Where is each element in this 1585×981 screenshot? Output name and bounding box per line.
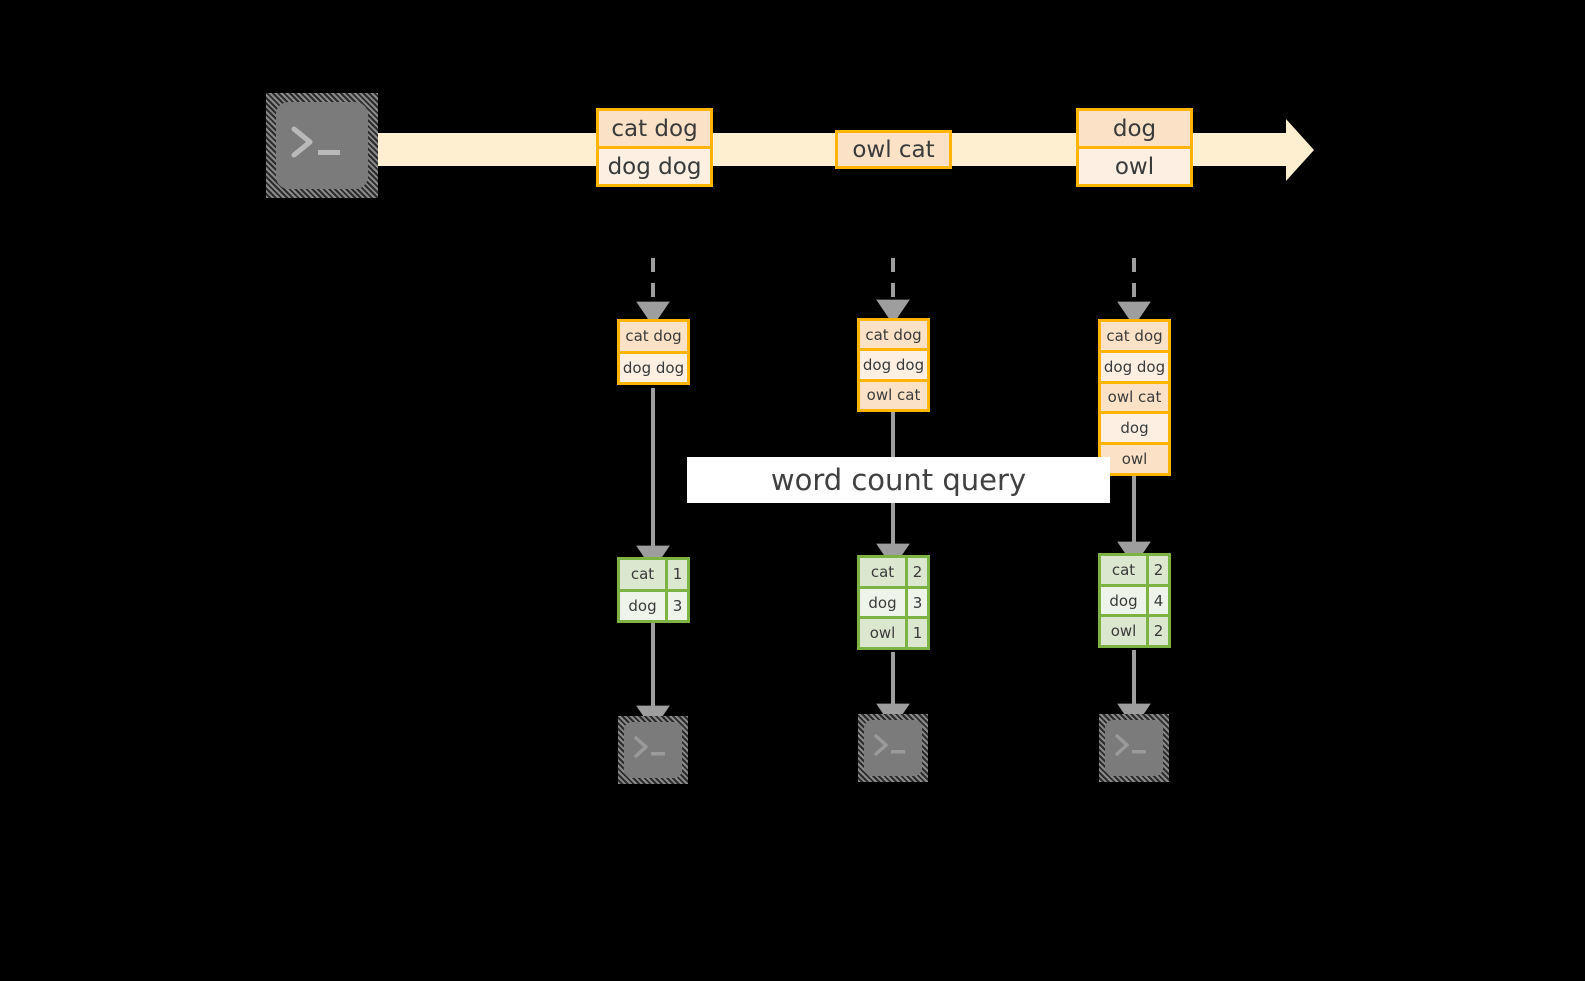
stream-event-batch-2: owl cat	[835, 130, 952, 169]
snapshot-input-row: dog	[1101, 414, 1168, 446]
result-3-table: cat 2 dog 4 owl 2	[1098, 553, 1171, 648]
table-row: owl 2	[1101, 617, 1168, 646]
snapshot-input-row: owl cat	[1101, 383, 1168, 415]
word-count-query-banner: word count query	[687, 457, 1110, 503]
snapshot-input-row: cat dog	[1101, 322, 1168, 353]
stream-event-row: cat dog	[599, 111, 710, 149]
snapshot-1-input-table: cat dog dog dog	[617, 319, 690, 385]
terminal-prompt-glyph	[634, 736, 665, 758]
result-word: dog	[1101, 586, 1149, 615]
stream-event-row: dog dog	[599, 149, 710, 184]
table-row: cat 1	[620, 560, 687, 592]
stream-event-batch-3: dog owl	[1076, 108, 1193, 187]
snapshot-input-row: cat dog	[620, 322, 687, 354]
result-count: 2	[1149, 617, 1168, 646]
snapshot-input-row: owl	[1101, 445, 1168, 473]
table-row: dog 3	[620, 591, 687, 620]
stream-event-row: dog	[1079, 111, 1190, 149]
table-row: dog 4	[1101, 586, 1168, 618]
result-count: 3	[908, 588, 927, 617]
snapshot-input-row: cat dog	[860, 321, 927, 352]
stream-event-row: owl cat	[838, 133, 949, 166]
terminal-prompt-glyph	[874, 734, 905, 756]
result-count: 4	[1149, 586, 1168, 615]
result-word: owl	[860, 619, 908, 648]
snapshot-input-row: dog dog	[1101, 352, 1168, 384]
result-count: 2	[908, 558, 927, 586]
result-word: cat	[620, 560, 668, 589]
snapshot-input-row: dog dog	[860, 351, 927, 382]
result-2-table: cat 2 dog 3 owl 1	[857, 555, 930, 650]
snapshot-input-row: owl cat	[860, 381, 927, 409]
result-1-table: cat 1 dog 3	[617, 557, 690, 623]
result-count: 1	[668, 560, 687, 589]
result-count: 1	[908, 619, 927, 648]
sink-terminal-icon-3	[1099, 714, 1169, 782]
table-row: owl 1	[860, 619, 927, 648]
sink-terminal-icon-1	[618, 716, 688, 784]
event-stream-arrowhead	[1286, 119, 1314, 181]
banner-label: word count query	[770, 463, 1027, 497]
table-row: dog 3	[860, 588, 927, 620]
result-word: dog	[620, 591, 668, 620]
snapshot-2-input-table: cat dog dog dog owl cat	[857, 318, 930, 412]
snapshot-input-row: dog dog	[620, 353, 687, 382]
snapshot-3-input-table: cat dog dog dog owl cat dog owl	[1098, 319, 1171, 476]
result-count: 3	[668, 591, 687, 620]
result-count: 2	[1149, 556, 1168, 584]
sink-terminal-icon-2	[858, 714, 928, 782]
stream-event-row: owl	[1079, 149, 1190, 184]
table-row: cat 2	[1101, 556, 1168, 587]
result-word: dog	[860, 588, 908, 617]
table-row: cat 2	[860, 558, 927, 589]
result-word: owl	[1101, 617, 1149, 646]
terminal-prompt-glyph	[1115, 734, 1146, 756]
terminal-prompt-glyph	[291, 126, 340, 158]
source-terminal-icon	[266, 93, 378, 198]
result-word: cat	[1101, 556, 1149, 584]
stream-event-batch-1: cat dog dog dog	[596, 108, 713, 187]
result-word: cat	[860, 558, 908, 586]
